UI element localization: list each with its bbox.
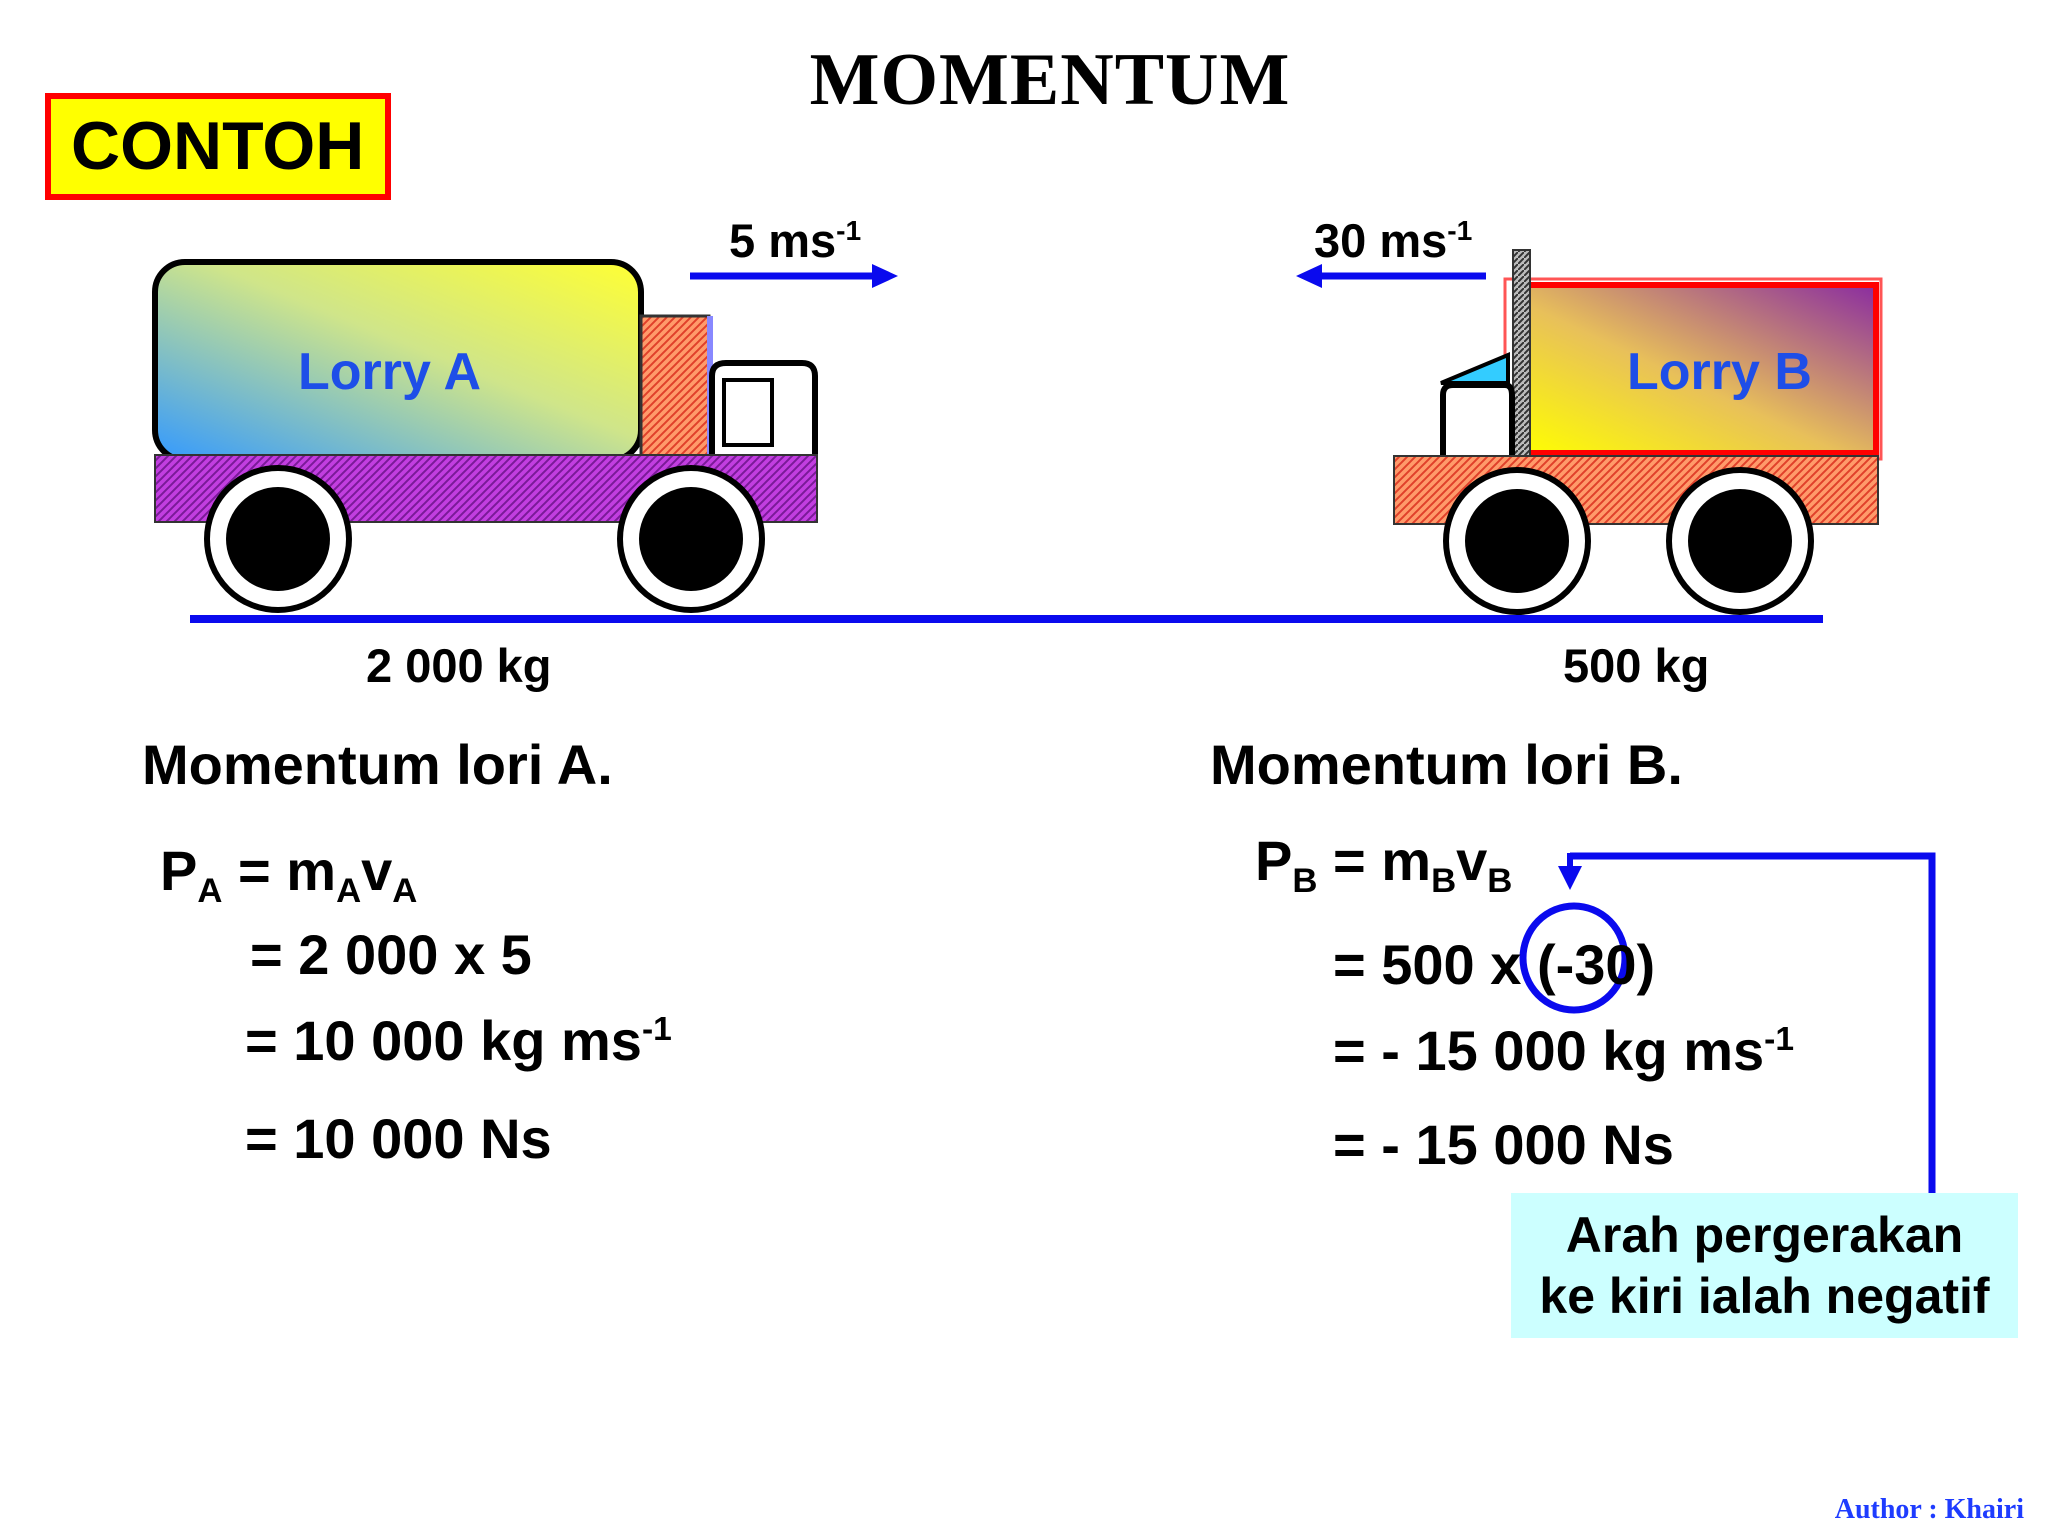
lorry-b-cab-roof	[1440, 351, 1510, 385]
formula-sub: A	[197, 872, 223, 911]
formula-p: P	[160, 839, 198, 902]
highlight-circle	[1519, 902, 1629, 1014]
lorry-b-heading: Momentum lori B.	[1210, 733, 1683, 796]
lorry-a-heading: Momentum lori A.	[142, 733, 613, 796]
lorry-b-cab	[1440, 382, 1515, 461]
formula-sub: A	[336, 872, 362, 911]
lorry-b-mass: 500 kg	[1563, 639, 1710, 692]
lorry-b-line2-main: = - 15 000 kg ms	[1333, 1019, 1765, 1082]
lorry-a-window	[722, 378, 774, 447]
lorry-b-speed-value: 30 ms	[1314, 214, 1448, 267]
formula-sub: B	[1431, 862, 1457, 901]
lorry-b-line3: = - 15 000 Ns	[1333, 1113, 1674, 1176]
formula-m: = m	[1317, 829, 1432, 892]
formula-sub: B	[1292, 862, 1318, 901]
direction-note-line1: Arah pergerakan	[1565, 1207, 1964, 1263]
formula-sub: A	[392, 872, 418, 911]
lorry-a-label: Lorry A	[298, 343, 481, 401]
lorry-a-formula: PA = mAvA	[160, 838, 417, 909]
lorry-a-line2-exp: -1	[641, 1010, 672, 1048]
lorry-a-graphic	[152, 259, 818, 613]
example-badge: CONTOH	[45, 93, 391, 200]
lorry-b-post	[1512, 249, 1531, 457]
formula-m: = m	[222, 839, 337, 902]
lorry-a-mass: 2 000 kg	[366, 639, 552, 692]
lorry-b-speed-exp: -1	[1447, 214, 1473, 247]
lorry-b-speed: 30 ms-1	[1314, 213, 1472, 268]
lorry-a-speed: 5 ms-1	[729, 213, 861, 268]
lorry-a-speed-exp: -1	[836, 214, 862, 247]
lorry-a-connector	[639, 314, 711, 462]
lorry-a-line3: = 10 000 Ns	[245, 1107, 552, 1170]
arrow-left-icon	[1296, 264, 1486, 288]
arrow-right-icon	[690, 264, 898, 288]
lorry-a-line2-main: = 10 000 kg ms	[245, 1009, 642, 1072]
page-title: MOMENTUM	[809, 39, 1291, 121]
formula-sub: B	[1487, 862, 1513, 901]
lorry-b-label: Lorry B	[1627, 343, 1812, 401]
lorry-a-speed-value: 5 ms	[729, 214, 837, 267]
lorry-b-formula: PB = mBvB	[1255, 828, 1512, 899]
lorry-b-line1: = 500 x (-30)	[1333, 933, 1656, 996]
lorry-a-line1: = 2 000 x 5	[250, 923, 532, 986]
lorry-b-line2: = - 15 000 kg ms-1	[1333, 1018, 1794, 1083]
formula-p: P	[1255, 829, 1293, 892]
author-credit: Author : Khairi	[1834, 1494, 2024, 1525]
note-pointer-arrow	[1558, 852, 1936, 1193]
lorry-b-line2-exp: -1	[1764, 1020, 1795, 1058]
direction-note-line2: ke kiri ialah negatif	[1539, 1268, 1990, 1324]
lorry-a-line2: = 10 000 kg ms-1	[245, 1008, 672, 1073]
lorry-b-cargo	[1517, 282, 1879, 456]
direction-note: Arah pergerakan ke kiri ialah negatif	[1511, 1193, 2018, 1338]
lorry-b-graphic	[1393, 249, 1883, 615]
formula-v: v	[1456, 829, 1488, 892]
formula-v: v	[361, 839, 393, 902]
